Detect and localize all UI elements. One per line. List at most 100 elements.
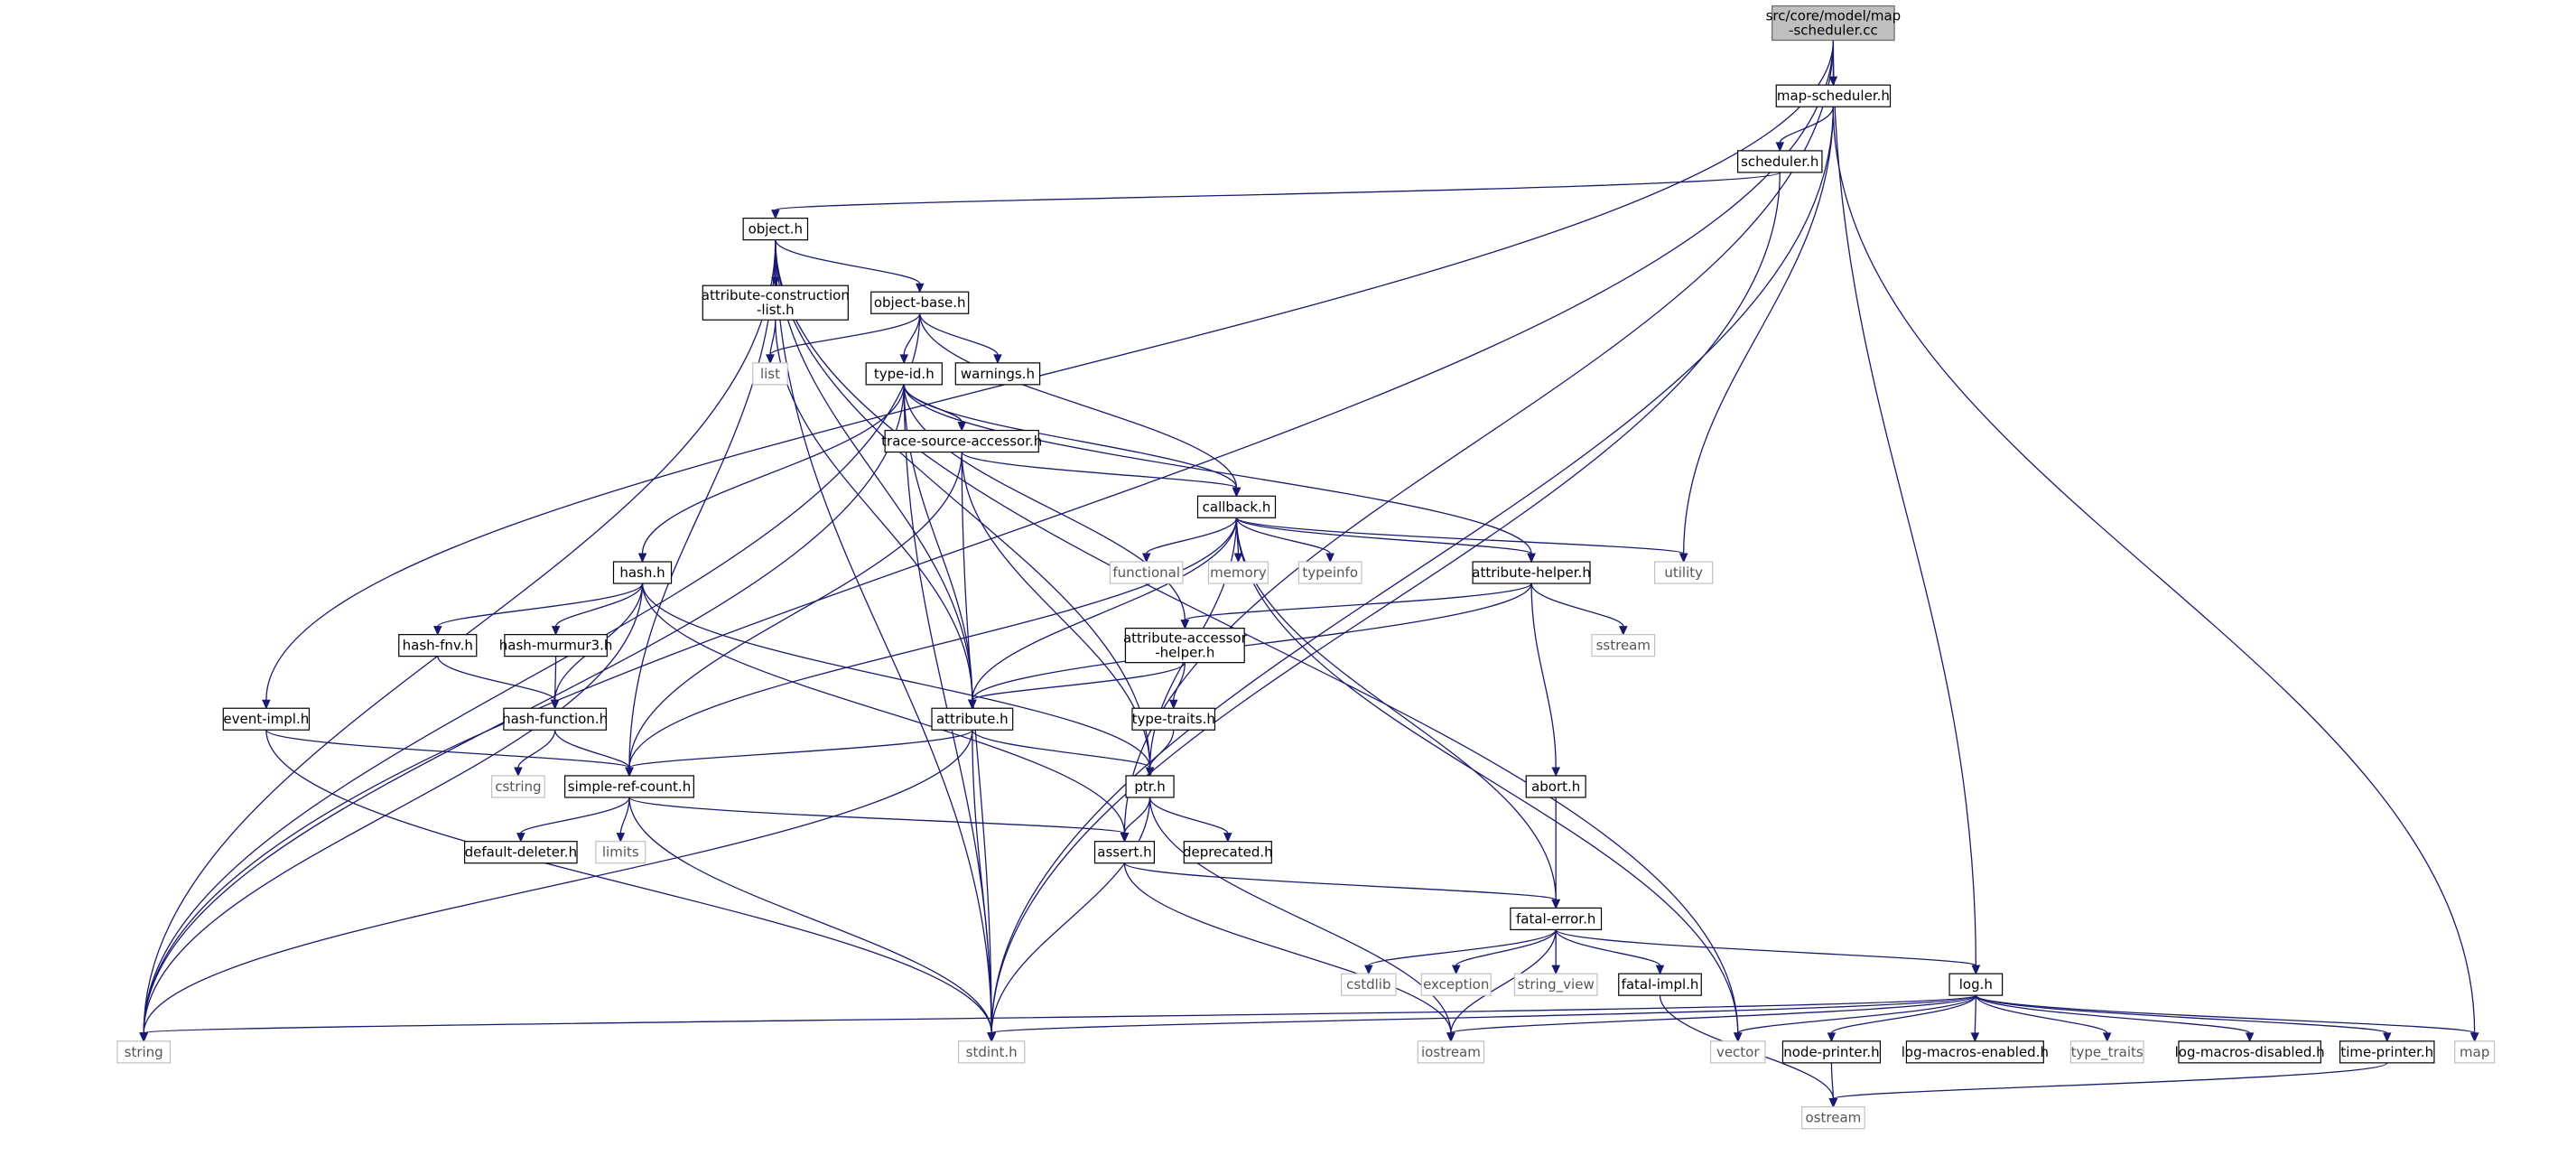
node-box xyxy=(1183,841,1272,864)
node-label: map-scheduler.h xyxy=(1777,88,1890,104)
node-box xyxy=(1510,907,1603,931)
node-label: map xyxy=(2460,1044,2489,1060)
edge-fatal-error-h-to-cstdlib xyxy=(1364,929,1557,975)
node-fatal-error-h[interactable]: fatal-error.h xyxy=(1510,907,1603,931)
node-label: callback.h xyxy=(1203,499,1271,515)
node-box xyxy=(398,634,478,657)
node-fatal-impl-h[interactable]: fatal-impl.h xyxy=(1618,973,1702,996)
edge-map-scheduler-h-to-utility xyxy=(1679,107,1835,564)
node-type-id-h[interactable]: type-id.h xyxy=(865,362,943,386)
node-box xyxy=(1513,973,1598,996)
node-trace-source-accessor-h[interactable]: trace-source-accessor.h xyxy=(881,429,1042,453)
edge-object-base-h-to-warnings-h xyxy=(919,313,1002,365)
edge-fatal-error-h-to-log-h xyxy=(1555,928,1981,975)
node-box xyxy=(504,634,608,657)
node-ptr-h[interactable]: ptr.h xyxy=(1125,775,1175,798)
edge-log-h-to-log-macros-disabled-h xyxy=(1975,994,2255,1043)
node-callback-h[interactable]: callback.h xyxy=(1196,495,1277,518)
node-box xyxy=(1472,561,1591,584)
node-hash-h[interactable]: hash.h xyxy=(612,561,673,584)
node-memory: memory xyxy=(1207,561,1269,584)
node-box xyxy=(870,291,970,314)
edge-log-h-to-time-printer-h xyxy=(1975,994,2392,1043)
node-box xyxy=(1417,1040,1485,1064)
node-box xyxy=(1591,634,1656,657)
node-box xyxy=(1109,561,1184,584)
node-event-impl-h[interactable]: event-impl.h xyxy=(222,707,311,731)
node-box xyxy=(1905,1040,2044,1064)
node-hash-murmur3-h[interactable]: hash-murmur3.h xyxy=(499,634,613,657)
node-node-printer-h[interactable]: node-printer.h xyxy=(1781,1040,1882,1064)
node-assert-h[interactable]: assert.h xyxy=(1093,841,1155,864)
edge-attribute-h-to-ptr-h xyxy=(972,729,1155,778)
node-scheduler-h[interactable]: scheduler.h xyxy=(1737,150,1823,173)
edge-object-h-to-object-base-h xyxy=(775,239,925,294)
file-nodes: src/core/model/map-scheduler.cc map-sched… xyxy=(116,5,2496,1130)
node-label: hash-murmur3.h xyxy=(499,638,613,654)
node-box xyxy=(1775,84,1892,107)
node-hash-fnv-h[interactable]: hash-fnv.h xyxy=(398,634,478,657)
edge-hash-fnv-h-to-hash-function-h xyxy=(437,656,560,710)
edge-trace-source-accessor-h-to-callback-h xyxy=(961,451,1242,498)
edge-object-base-h-to-type-id-h xyxy=(899,313,921,365)
node-log-macros-enabled-h[interactable]: log-macros-enabled.h xyxy=(1902,1040,2049,1064)
node-label: scheduler.h xyxy=(1741,154,1818,170)
node-box xyxy=(1781,1040,1882,1064)
node-box xyxy=(1420,973,1492,996)
edge-hash-h-to-hash-murmur3-h xyxy=(551,583,644,636)
node-ostream: ostream xyxy=(1801,1105,1865,1130)
node-label: log.h xyxy=(1959,976,1993,993)
edge-hash-h-to-assert-h xyxy=(641,583,1130,843)
node-box xyxy=(564,775,694,798)
edge-fatal-error-h-to-exception xyxy=(1451,929,1557,975)
node-label: object-base.h xyxy=(874,294,966,311)
node-exception: exception xyxy=(1420,973,1492,996)
node-time-printer-h[interactable]: time-printer.h xyxy=(2339,1040,2435,1064)
edge-hash-function-h-to-cstring xyxy=(514,730,556,778)
node-attribute-accessor-helper-h[interactable]: attribute-accessor-helper.h xyxy=(1123,628,1248,664)
node-label: string xyxy=(125,1044,163,1060)
edge-log-h-to-stdint-h xyxy=(987,994,1976,1043)
node-box xyxy=(1341,973,1397,996)
node-object-base-h[interactable]: object-base.h xyxy=(870,291,970,314)
node-simple-ref-count-h[interactable]: simple-ref-count.h xyxy=(564,775,694,798)
node-root[interactable]: src/core/model/map-scheduler.cc xyxy=(1766,5,1902,42)
node-label: ostream xyxy=(1806,1110,1862,1126)
node-object-h[interactable]: object.h xyxy=(742,218,809,241)
edge-log-h-to-iostream xyxy=(1446,994,1976,1043)
node-box xyxy=(464,841,578,864)
node-log-macros-disabled-h[interactable]: log-macros-disabled.h xyxy=(2175,1040,2325,1064)
node-box xyxy=(1654,561,1714,584)
node-deprecated-h[interactable]: deprecated.h xyxy=(1183,841,1273,864)
node-label: assert.h xyxy=(1097,844,1151,861)
node-map-scheduler-h[interactable]: map-scheduler.h xyxy=(1775,84,1892,107)
edge-map-scheduler-h-to-scheduler-h xyxy=(1775,107,1835,153)
edge-root-to-event-impl-h xyxy=(262,40,1835,710)
edge-scheduler-h-to-object-h xyxy=(771,172,1781,219)
node-box xyxy=(1207,561,1269,584)
edge-abort-h-to-fatal-error-h xyxy=(1551,797,1560,909)
node-attribute-helper-h[interactable]: attribute-helper.h xyxy=(1472,561,1591,584)
node-label: node-printer.h xyxy=(1783,1044,1879,1060)
node-box xyxy=(2454,1040,2496,1064)
node-type-traits-h[interactable]: type-traits.h xyxy=(1131,707,1216,731)
node-default-deleter-h[interactable]: default-deleter.h xyxy=(464,841,578,864)
node-label: event-impl.h xyxy=(223,711,309,727)
edge-log-h-to-type-traits xyxy=(1975,994,2112,1043)
node-log-h[interactable]: log.h xyxy=(1948,973,2004,996)
node-attribute-construction-list-h[interactable]: attribute-construction-list.h xyxy=(702,284,850,321)
node-attribute-h[interactable]: attribute.h xyxy=(931,707,1014,731)
edge-callback-h-to-utility xyxy=(1235,517,1688,564)
node-limits: limits xyxy=(595,841,646,864)
node-abort-h[interactable]: abort.h xyxy=(1525,775,1586,798)
edge-log-h-to-log-macros-enabled-h xyxy=(1970,995,1980,1043)
node-box xyxy=(2339,1040,2435,1064)
node-warnings-h[interactable]: warnings.h xyxy=(954,362,1041,386)
node-hash-function-h[interactable]: hash-function.h xyxy=(502,707,608,731)
node-functional: functional xyxy=(1109,561,1184,584)
node-label: deprecated.h xyxy=(1183,844,1273,861)
node-box xyxy=(1525,775,1586,798)
node-label: attribute.h xyxy=(936,711,1009,727)
edge-callback-h-to-functional xyxy=(1141,517,1238,564)
edge-ptr-h-to-deprecated-h xyxy=(1149,797,1232,843)
